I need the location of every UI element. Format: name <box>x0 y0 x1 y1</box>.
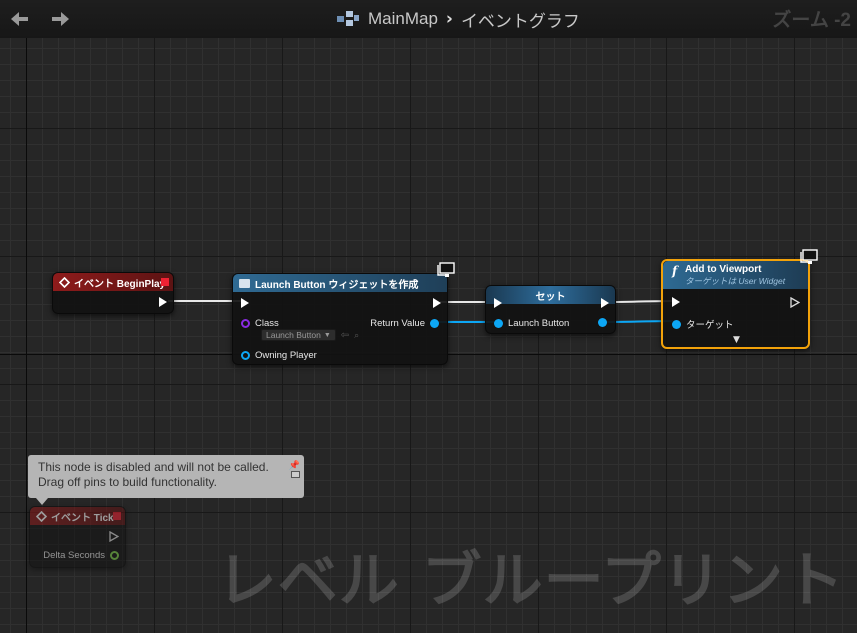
target-pin[interactable]: ターゲット <box>672 317 734 331</box>
widget-icon <box>239 278 250 288</box>
exec-input-pin[interactable] <box>241 298 249 308</box>
object-pin-icon <box>598 318 607 327</box>
graph-toolbar: MainMap › イベントグラフ ズーム -2 <box>0 0 857 38</box>
graph-origin-vertical <box>26 0 27 633</box>
forward-arrow-icon[interactable] <box>48 7 72 31</box>
exec-arrow-icon <box>433 298 441 308</box>
function-icon: f <box>672 264 678 278</box>
node-title: イベント Tick <box>51 512 114 524</box>
float-pin-icon <box>110 551 119 560</box>
breadcrumb-level[interactable]: MainMap <box>368 9 438 28</box>
class-pin[interactable]: Class <box>241 318 279 329</box>
exec-output-pin[interactable] <box>601 298 609 308</box>
node-header: セット <box>486 286 615 304</box>
node-set-variable[interactable]: セット Launch Button <box>485 285 616 334</box>
browse-magnifier-icon[interactable]: ⌕ <box>354 329 360 340</box>
node-add-to-viewport[interactable]: f Add to Viewport ターゲットは User Widget ターゲ… <box>661 249 818 349</box>
object-pin-icon <box>672 319 681 329</box>
breadcrumb-separator-icon: › <box>445 9 453 29</box>
delta-seconds-pin[interactable]: Delta Seconds <box>43 550 119 561</box>
set-var-label: Launch Button <box>508 318 570 329</box>
exec-input-pin[interactable] <box>672 297 680 307</box>
class-pin-icon <box>241 319 250 328</box>
class-dropdown[interactable]: Launch Button ▼ <box>261 329 336 341</box>
node-title: Launch Button ウィジェットを作成 <box>255 279 419 291</box>
return-value-label: Return Value <box>370 318 425 329</box>
node-create-widget[interactable]: Launch Button ウィジェットを作成 Class Launch But… <box>232 262 455 365</box>
node-header: Launch Button ウィジェットを作成 <box>233 274 447 292</box>
node-event-beginplay[interactable]: イベント BeginPlay <box>52 272 174 314</box>
delta-seconds-label: Delta Seconds <box>43 550 105 561</box>
back-arrow-icon[interactable] <box>8 7 32 31</box>
tooltip-line-2: Drag off pins to build functionality. <box>38 475 217 489</box>
delegate-pin[interactable] <box>161 278 169 286</box>
node-title: イベント BeginPlay <box>74 278 166 290</box>
exec-arrow-icon <box>241 298 249 308</box>
node-subtitle: ターゲットは User Widget <box>685 275 786 286</box>
node-title: セット <box>535 291 566 303</box>
class-pin-label: Class <box>255 318 279 329</box>
use-selected-arrow-icon[interactable]: ⇦ <box>340 329 350 341</box>
exec-output-pin[interactable] <box>159 297 167 307</box>
exec-output-pin[interactable] <box>109 531 119 542</box>
blueprint-type-watermark: レベル ブループリント <box>216 546 845 616</box>
delegate-pin[interactable] <box>113 512 121 520</box>
set-value-pin[interactable]: Launch Button <box>494 318 569 329</box>
exec-arrow-icon <box>494 298 502 308</box>
class-dropdown-value: Launch Button <box>266 330 321 340</box>
object-pin-icon <box>494 319 503 328</box>
expand-arrow-icon[interactable]: ▼ <box>733 335 740 345</box>
client-monitor-icon <box>800 249 818 264</box>
tooltip-line-1: This node is disabled and will not be ca… <box>38 460 269 474</box>
breadcrumb: MainMap › イベントグラフ <box>336 6 580 32</box>
set-output-pin[interactable] <box>598 318 607 327</box>
node-header: イベント BeginPlay <box>53 273 173 291</box>
target-label: ターゲット <box>686 320 734 331</box>
disabled-node-tooltip: This node is disabled and will not be ca… <box>28 455 304 505</box>
chevron-down-icon: ▼ <box>323 331 331 339</box>
exec-output-pin[interactable] <box>433 298 441 308</box>
exec-outline-arrow-icon <box>109 531 119 542</box>
node-header: イベント Tick <box>30 507 125 525</box>
pin-icon[interactable]: 📌 <box>288 460 300 470</box>
event-diamond-icon <box>59 276 70 288</box>
object-pin-icon <box>430 319 439 328</box>
level-blueprint-icon <box>337 11 359 26</box>
exec-arrow-icon <box>672 297 680 307</box>
object-pin-icon <box>241 351 250 360</box>
note-icon <box>291 471 300 478</box>
event-diamond-icon <box>36 510 47 522</box>
exec-arrow-icon <box>601 298 609 308</box>
client-monitor-icon <box>437 262 455 277</box>
exec-input-pin[interactable] <box>494 298 502 308</box>
breadcrumb-graph[interactable]: イベントグラフ <box>460 11 580 31</box>
node-title: Add to Viewport <box>685 263 762 275</box>
owning-player-pin[interactable]: Owning Player <box>241 350 317 361</box>
exec-output-pin[interactable] <box>790 297 800 308</box>
zoom-level: ズーム -2 <box>772 10 851 31</box>
owning-player-label: Owning Player <box>255 350 317 361</box>
return-value-pin[interactable]: Return Value <box>370 318 439 329</box>
exec-outline-arrow-icon <box>790 297 800 308</box>
node-event-tick[interactable]: イベント Tick Delta Seconds <box>29 506 126 568</box>
class-selector[interactable]: Launch Button ▼ ⇦ ⌕ <box>261 329 359 341</box>
exec-arrow-icon <box>159 297 167 307</box>
node-header: f Add to Viewport ターゲットは User Widget <box>663 261 808 289</box>
